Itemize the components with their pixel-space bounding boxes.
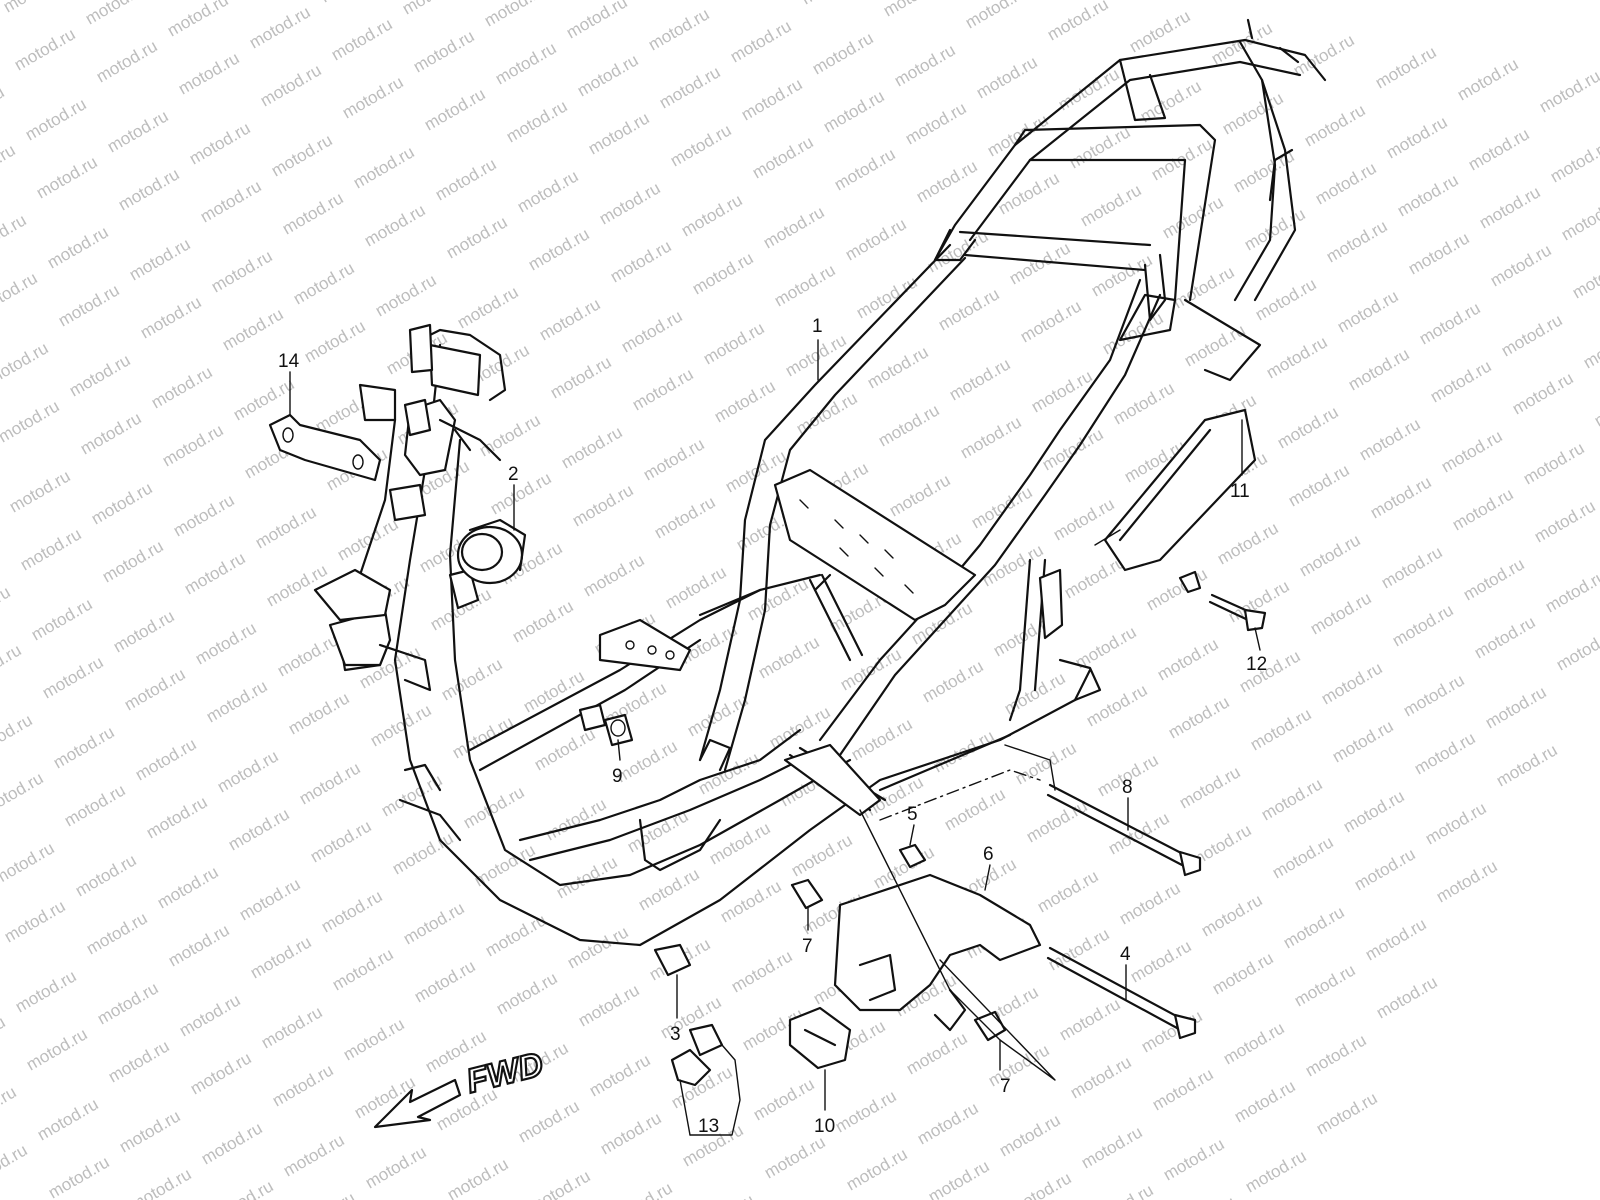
- part-12-bolt: [1178, 570, 1267, 632]
- forward-label: FWD: [463, 1045, 547, 1101]
- part-11-link: [1103, 408, 1257, 572]
- callout-4: 4: [1120, 944, 1131, 965]
- leader-lines: [289, 339, 1261, 1136]
- callout-9: 9: [612, 766, 623, 787]
- part-3-clip: [653, 943, 692, 977]
- callout-6: 6: [983, 844, 994, 865]
- part-8-long-bolt: [1046, 783, 1202, 877]
- part-5-nut: [898, 843, 927, 869]
- part-2-collar: [456, 518, 527, 585]
- callout-5: 5: [907, 804, 918, 825]
- callout-11: 11: [1230, 481, 1250, 502]
- callout-1: 1: [812, 316, 823, 337]
- callout-7a: 7: [802, 936, 813, 957]
- callout-2: 2: [508, 464, 519, 485]
- forward-arrow-icon: [373, 1078, 462, 1129]
- part-14-bracket: [268, 413, 382, 482]
- callout-3: 3: [670, 1024, 681, 1045]
- callout-13: 13: [698, 1116, 719, 1137]
- part-9-bushings: [578, 703, 634, 747]
- callout-12: 12: [1246, 654, 1267, 675]
- part-6-engine-mount: [833, 873, 1042, 1032]
- callout-10: 10: [814, 1116, 835, 1137]
- callout-14: 14: [278, 351, 300, 372]
- part-10-stopper: [788, 1006, 852, 1070]
- callout-8: 8: [1122, 777, 1133, 798]
- part-4-bolt: [1046, 946, 1197, 1040]
- forward-direction-indicator: FWD: [373, 1044, 548, 1129]
- main-frame: [313, 18, 1327, 947]
- callout-7b: 7: [1000, 1076, 1011, 1097]
- callouts: 1 2 3 4 5 6 7 7 8 9 10 11 12 13 14: [278, 316, 1267, 1137]
